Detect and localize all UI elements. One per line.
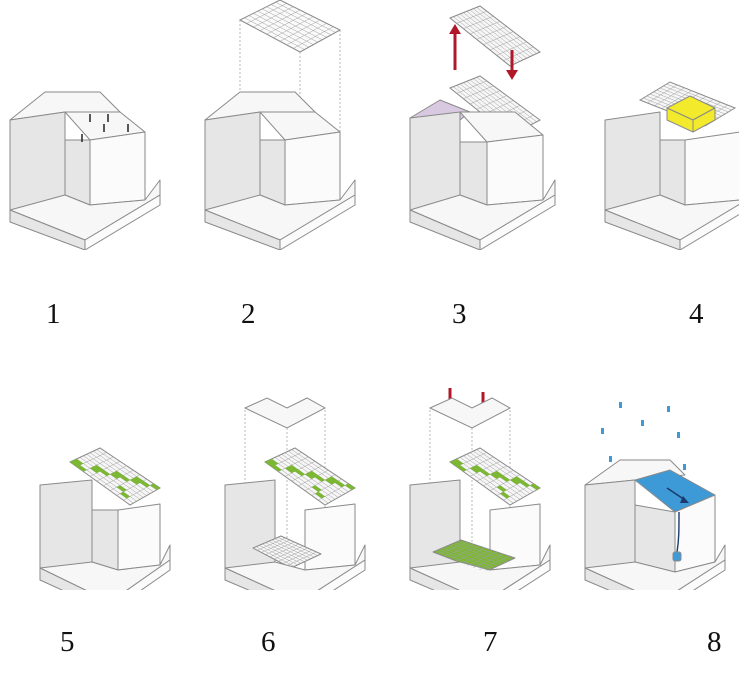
step-number-8: 8 bbox=[707, 628, 722, 657]
cube-left bbox=[260, 140, 285, 205]
step-number-3: 3 bbox=[452, 300, 467, 329]
green-stepped-roof bbox=[265, 448, 355, 505]
lifted-roof-upper bbox=[450, 6, 540, 66]
step-3-svg bbox=[395, 0, 575, 250]
step-number-1: 1 bbox=[46, 300, 61, 329]
step-6-diagram: 6 bbox=[195, 340, 375, 680]
corner-grid bbox=[430, 398, 510, 428]
step-1-diagram: 1 bbox=[0, 0, 180, 340]
step-3-diagram: 3 bbox=[395, 0, 575, 340]
floating-corner-grid bbox=[245, 398, 325, 428]
raindrop bbox=[667, 406, 670, 412]
water-tank bbox=[673, 552, 681, 561]
cube-left bbox=[460, 142, 487, 205]
building-massing bbox=[205, 92, 355, 250]
cube-right bbox=[285, 132, 340, 205]
floating-corner-grid bbox=[430, 398, 510, 428]
raindrop bbox=[641, 420, 644, 426]
step-7-svg bbox=[395, 340, 575, 590]
raindrop bbox=[601, 428, 604, 434]
step-number-6: 6 bbox=[261, 628, 276, 657]
step-5-svg bbox=[0, 340, 180, 590]
step-7-diagram: 7 bbox=[395, 340, 575, 680]
cube-right bbox=[487, 135, 543, 205]
step-5-diagram: 5 bbox=[0, 340, 180, 680]
step-6-svg bbox=[195, 340, 375, 590]
building-massing bbox=[40, 480, 170, 590]
step-4-svg bbox=[595, 0, 739, 250]
building-massing bbox=[605, 112, 739, 250]
step-8-diagram: 8 bbox=[575, 340, 739, 680]
step-1-svg bbox=[0, 0, 180, 250]
floating-roof-grid bbox=[240, 0, 340, 52]
step-2-svg bbox=[195, 0, 375, 250]
stepped-roof-upper bbox=[450, 6, 540, 66]
building-massing bbox=[10, 92, 160, 250]
raindrop bbox=[619, 402, 622, 408]
cube-left bbox=[660, 140, 685, 205]
step-2-diagram: 2 bbox=[195, 0, 375, 340]
raindrop bbox=[609, 456, 612, 462]
cube-left bbox=[65, 140, 90, 205]
cube-left bbox=[92, 510, 118, 570]
step-8-svg bbox=[575, 340, 739, 590]
cube-right bbox=[90, 132, 145, 205]
raindrop bbox=[683, 464, 686, 470]
building-massing bbox=[585, 460, 725, 590]
step-4-diagram: 4 bbox=[595, 0, 739, 340]
corner-grid bbox=[245, 398, 325, 428]
step-number-4: 4 bbox=[689, 300, 704, 329]
cube-right bbox=[685, 132, 739, 205]
cube-right bbox=[305, 504, 355, 570]
cube-left bbox=[635, 505, 675, 572]
step-number-5: 5 bbox=[60, 628, 75, 657]
raindrop bbox=[677, 432, 680, 438]
building-massing bbox=[225, 480, 365, 590]
green-stepped-roof bbox=[450, 448, 540, 505]
building-massing bbox=[410, 480, 550, 590]
step-number-7: 7 bbox=[483, 628, 498, 657]
cube-right bbox=[118, 504, 160, 570]
step-number-2: 2 bbox=[241, 300, 256, 329]
arrow-down-head bbox=[506, 70, 518, 80]
